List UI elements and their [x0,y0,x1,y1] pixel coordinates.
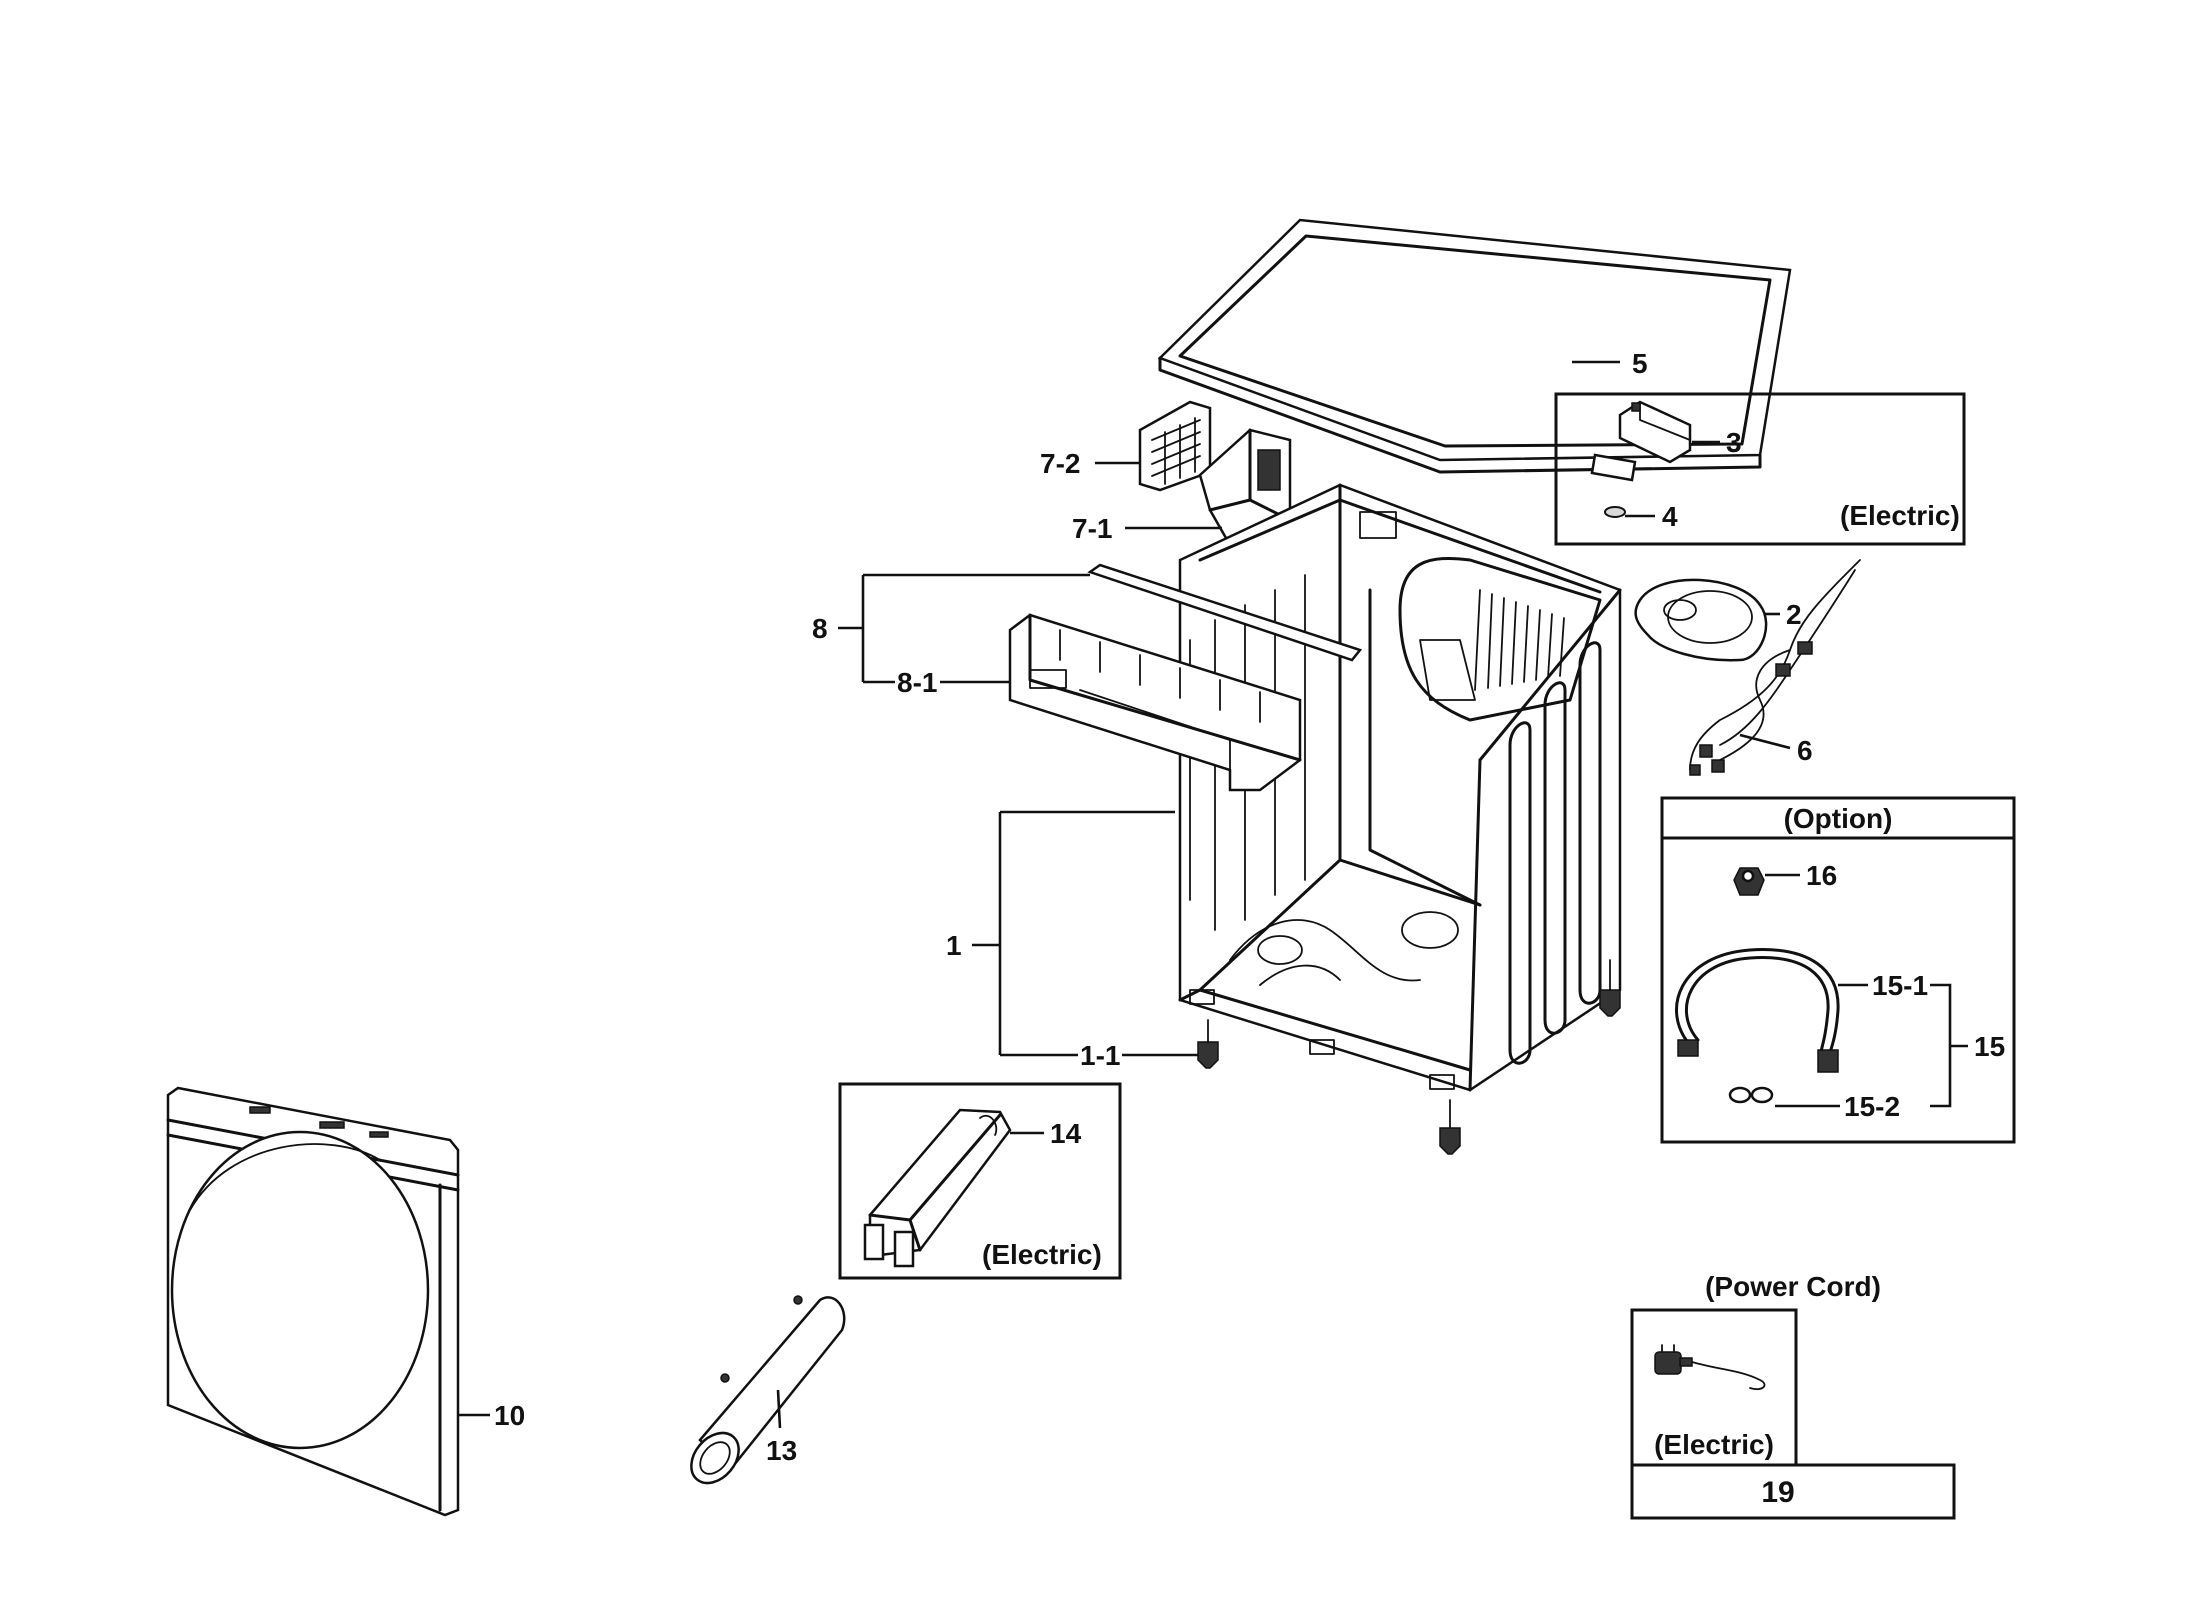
part-wire-harness [1689,559,1861,776]
label-3: 3 [1726,427,1742,458]
part-leveling-feet [1197,959,1621,1155]
label-16: 16 [1806,860,1837,891]
part-bracket-and-washer [1590,400,1692,518]
label-5: 5 [1632,348,1648,379]
label-19: 19 [1761,1476,1794,1509]
heater-box [838,1082,1122,1280]
label-15-1: 15-1 [1872,970,1928,1001]
label-15-2: 15-2 [1844,1091,1900,1122]
note-electric-heater: (Electric) [982,1239,1102,1270]
part-top-cover [1157,218,1792,474]
note-option: (Option) [1784,803,1893,834]
note-power-cord: (Power Cord) [1705,1271,1881,1302]
label-8-1: 8-1 [897,667,937,698]
note-electric-cord: (Electric) [1654,1429,1774,1460]
part-exhaust-duct [690,1295,846,1485]
label-7-1: 7-1 [1072,513,1112,544]
label-4: 4 [1662,501,1678,532]
part-power-cord [1654,1344,1766,1391]
option-box [1660,796,2016,1144]
label-7-2: 7-2 [1040,448,1080,479]
label-1-1: 1-1 [1080,1040,1120,1071]
label-1: 1 [946,930,962,961]
part-front-panel [166,1086,460,1517]
power-cord-box [1630,1308,1956,1520]
part-rear-gasket [1634,578,1768,662]
part-inlet-hose-kit [1675,867,1840,1104]
part-filter-grille [1138,400,1212,492]
callout-labels: 5 3 4 2 6 7-2 7-1 8 8-1 1 1-1 14 10 13 1… [494,348,2005,1509]
leader-lines [458,360,1968,1429]
label-10: 10 [494,1400,525,1431]
label-6: 6 [1797,735,1813,766]
label-13: 13 [766,1435,797,1466]
electric-kit-box [1554,392,1966,546]
note-electric-top: (Electric) [1840,500,1960,531]
label-2: 2 [1786,599,1802,630]
label-14: 14 [1050,1118,1082,1149]
label-8: 8 [812,613,828,644]
part-frame-top-bar [1087,563,1363,662]
part-frame-front [1008,613,1302,792]
label-15: 15 [1974,1031,2005,1062]
part-heater [863,1108,1012,1268]
